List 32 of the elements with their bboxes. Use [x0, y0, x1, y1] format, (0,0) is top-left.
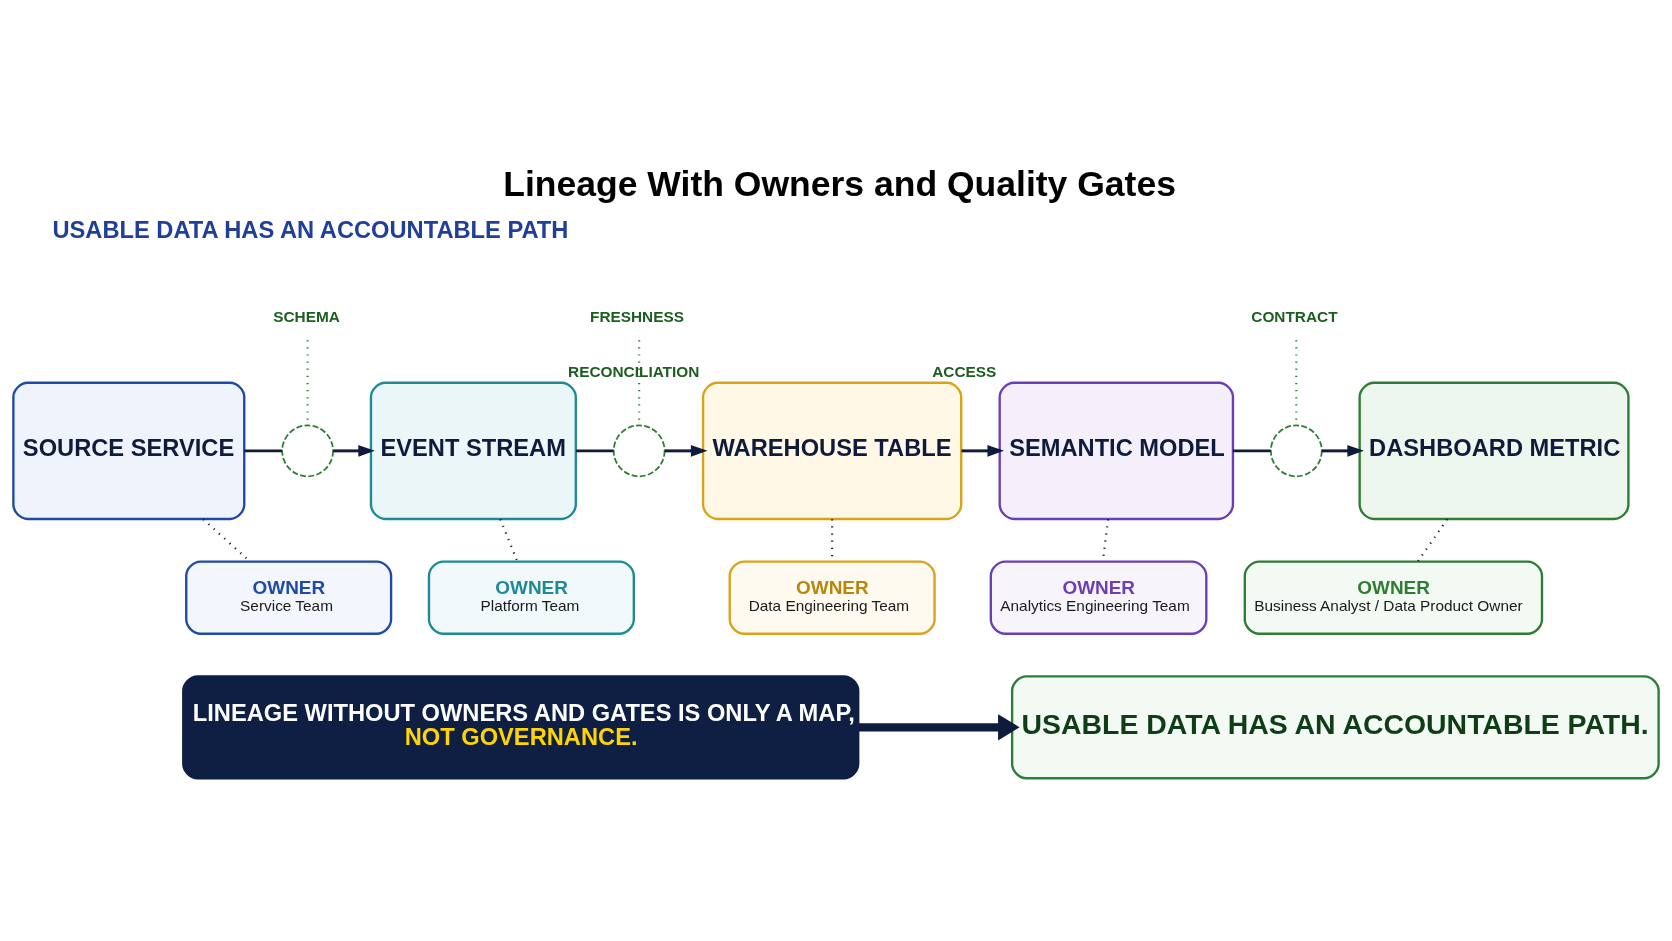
connector — [244, 448, 282, 452]
diagram-title: Lineage With Owners and Quality Gates — [503, 163, 1176, 204]
node-circle — [1269, 424, 1323, 477]
node-text: SCHEMA — [273, 307, 340, 325]
node-text: FRESHNESS — [590, 307, 684, 325]
arrow — [664, 444, 708, 457]
arrow — [961, 444, 1005, 457]
node-box: OWNER Analytics Engineering Team — [989, 559, 1208, 635]
node-box: OWNER Platform Team — [427, 559, 635, 635]
node-label: ACCESS — [932, 362, 997, 380]
node-box: OWNER Service Team — [185, 559, 393, 635]
arrow — [333, 444, 375, 457]
connector — [1416, 518, 1449, 562]
node-box: WAREHOUSE TABLE — [701, 381, 963, 520]
node-box: USABLE DATA HAS AN ACCOUNTABLE PATH. — [1010, 674, 1660, 779]
node-text: CONTRACT — [1251, 307, 1338, 325]
arrow — [1321, 444, 1364, 457]
node-box: LINEAGE WITHOUT OWNERS AND GATES IS ONLY A MAP, NOT GOVERNANCE. — [182, 674, 860, 779]
node-box: OWNER Business Analyst / Data Product Owner — [1243, 559, 1544, 635]
node-label: RECONCILIATION — [568, 362, 700, 380]
node-box: OWNER Data Engineering Team — [728, 559, 936, 635]
arrow — [858, 713, 1020, 741]
node-circle — [612, 424, 666, 477]
node-box: SOURCE SERVICE — [12, 381, 246, 520]
connector — [576, 448, 614, 452]
node-circle — [281, 424, 334, 477]
node-box: EVENT STREAM — [369, 381, 577, 520]
label: USABLE DATA HAS AN ACCOUNTABLE PATH — [52, 216, 569, 243]
node-box: DASHBOARD METRIC — [1358, 381, 1630, 520]
connector — [499, 518, 519, 562]
connector — [1233, 448, 1271, 452]
node-box: SEMANTIC MODEL — [998, 381, 1235, 520]
